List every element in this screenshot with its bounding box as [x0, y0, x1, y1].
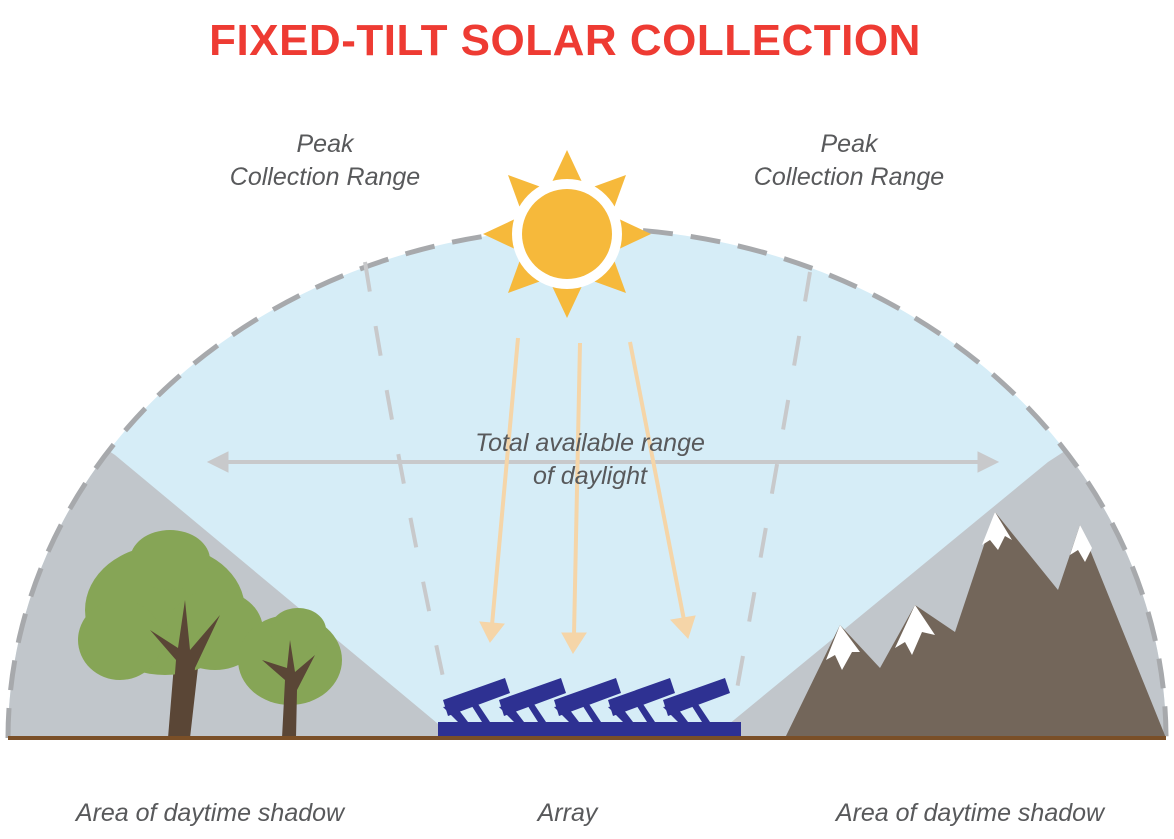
array-label: Array	[537, 799, 598, 827]
peak-label-line2: Collection Range	[753, 163, 945, 191]
daylight-range-arrow	[206, 451, 1000, 473]
sun-path-arc	[5, 225, 1169, 739]
total-range-line1: Total available range	[475, 429, 705, 457]
total-range-line2: of daylight	[533, 462, 647, 490]
total-range-label: Total available range of daylight	[440, 427, 740, 493]
peak-range-right-line	[733, 271, 812, 701]
peak-range-right-label: Peak Collection Range	[724, 128, 974, 194]
shadow-right-label: Area of daytime shadow	[835, 799, 1105, 827]
diagram-title: FIXED-TILT SOLAR COLLECTION	[209, 16, 921, 65]
peak-label-line1: Peak	[296, 130, 354, 158]
peak-range-left-label: Peak Collection Range	[200, 128, 450, 194]
shadow-left-label: Area of daytime shadow	[75, 799, 345, 827]
solar-array-icon	[438, 678, 741, 736]
trees-icon	[78, 530, 342, 738]
sunlight-arrows	[479, 337, 696, 654]
peak-label-line2: Collection Range	[229, 163, 421, 191]
peak-range-left-line	[363, 261, 450, 701]
mountains-icon	[785, 512, 1166, 738]
sun-icon	[483, 150, 651, 318]
peak-label-line1: Peak	[820, 130, 878, 158]
